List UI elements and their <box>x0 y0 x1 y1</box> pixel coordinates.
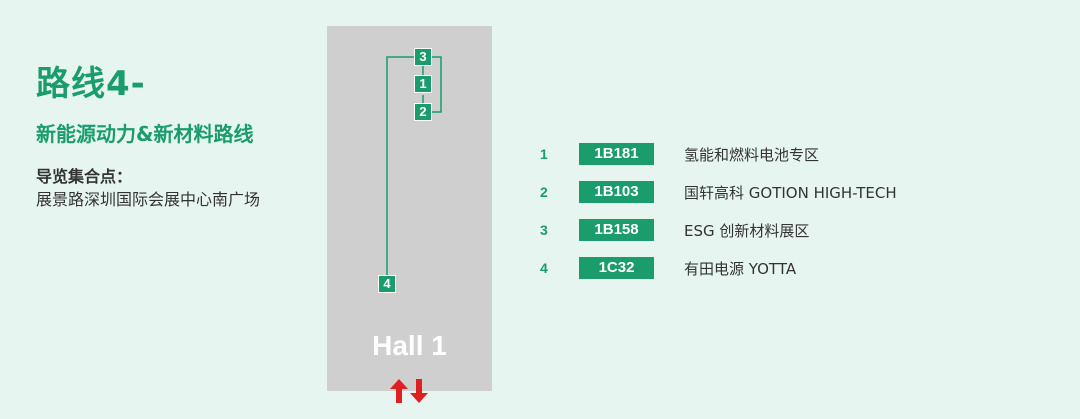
exhibitor-name: 氢能和燃料电池专区 <box>684 146 820 164</box>
booth-badge: 1C32 <box>579 257 654 279</box>
exhibitor-name: 国轩高科 GOTION HIGH-TECH <box>684 184 897 202</box>
route-path <box>386 56 442 276</box>
stop-number: 4 <box>540 260 548 276</box>
meeting-point-place: 展景路深圳国际会展中心南广场 <box>36 190 261 209</box>
stop-number: 1 <box>540 146 548 162</box>
route-title: 路线4- <box>36 64 146 104</box>
stop-number: 2 <box>540 184 548 200</box>
marker-3: 3 <box>414 48 432 66</box>
booth-badge: 1B181 <box>579 143 654 165</box>
exhibitor-name: ESG 创新材料展区 <box>684 222 810 240</box>
exhibitor-name: 有田电源 YOTTA <box>684 260 797 278</box>
hall-map: 3 1 2 4 Hall 1 <box>327 26 492 391</box>
marker-1: 1 <box>414 75 432 93</box>
entrance-arrows-icon <box>390 379 428 403</box>
marker-2: 2 <box>414 103 432 121</box>
route-info: 路线4- 新能源动力&新材料路线 导览集合点： 展景路深圳国际会展中心南广场 <box>36 62 260 212</box>
meeting-point-label: 导览集合点： <box>36 167 133 186</box>
marker-4: 4 <box>378 275 396 293</box>
stop-number: 3 <box>540 222 548 238</box>
hall-name: Hall 1 <box>372 330 447 361</box>
booth-badge: 1B103 <box>579 181 654 203</box>
booth-badge: 1B158 <box>579 219 654 241</box>
route-subtitle: 新能源动力&新材料路线 <box>36 122 254 146</box>
